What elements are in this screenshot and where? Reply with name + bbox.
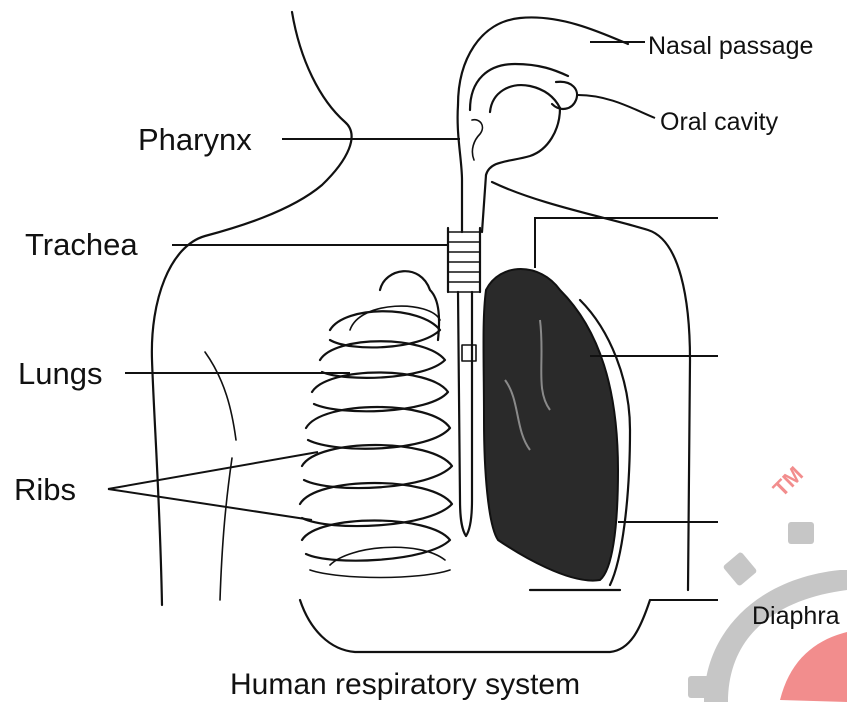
label-lungs: Lungs	[18, 356, 102, 391]
label-pharynx: Pharynx	[138, 122, 252, 157]
label-trachea: Trachea	[25, 227, 138, 262]
right-lung	[484, 269, 631, 590]
label-oral-cavity: Oral cavity	[660, 108, 779, 136]
label-ribs: Ribs	[14, 472, 76, 507]
watermark-tm-text: TM	[768, 461, 808, 501]
head-airway	[458, 17, 628, 232]
left-lung-ribcage	[300, 271, 452, 577]
label-diaphragm: Diaphra	[752, 602, 840, 630]
trachea	[448, 228, 480, 536]
diagram-caption: Human respiratory system	[230, 668, 580, 701]
label-nasal-passage: Nasal passage	[648, 32, 813, 60]
watermark-logo: TM	[688, 461, 847, 702]
